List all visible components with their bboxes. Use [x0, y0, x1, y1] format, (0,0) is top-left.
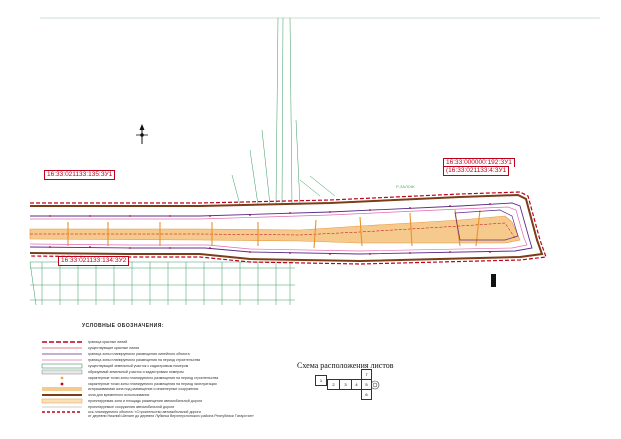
legend-item: зона для временного использования	[88, 393, 150, 397]
legend-title: УСЛОВНЫЕ ОБОЗНАЧЕНИЯ:	[82, 323, 164, 329]
sheet-scheme-title: Схема расположения листов	[297, 361, 394, 370]
legend-item: граница зоны планируемого размещения лин…	[88, 352, 190, 356]
legend-item: проектируемые сооружения автомобильной д…	[88, 405, 175, 409]
road-axis	[30, 222, 516, 239]
sheet-cell-1[interactable]: 1	[315, 375, 327, 386]
parcel-label-right-2: (16:33:021133:4:ЗУ1	[443, 166, 510, 176]
parcel-label-left-top: 16:33:021133:135:ЗУ1	[44, 170, 116, 180]
legend-item: граница красных линий	[88, 340, 128, 344]
north-arrow-icon	[136, 124, 148, 144]
placement-zone-boundary	[29, 202, 533, 255]
legend-item: граница зоны планируемого размещения на …	[88, 358, 201, 362]
legend-swatches	[41, 341, 83, 413]
sheet-cell-7[interactable]: 7	[361, 369, 372, 380]
legend-item: образуемый земельный участок и кадастров…	[88, 370, 184, 374]
legend-item: проектируемая зона и площадь размещения …	[88, 399, 203, 403]
legend-item: существующий земельный участок с кадастр…	[88, 364, 189, 368]
legend-item: испрашиваемая зона под размещение и инже…	[88, 387, 199, 391]
sheet-cell-6[interactable]: 6	[361, 389, 372, 400]
legend-item: от деревни Нижний Шеланг до деревни Лубя…	[88, 414, 254, 418]
area-note: Р-ЗАЛОЖ	[396, 184, 415, 189]
legend-item: характерные точки зоны планируемого разм…	[88, 376, 219, 380]
parcel-label-right-1: 16:33:000000:192:ЗУ1	[443, 158, 515, 167]
road-end-loop	[454, 209, 519, 241]
red-line-boundary-top	[29, 191, 547, 265]
legend-item: ось планируемого объекта: «Строительство…	[88, 410, 201, 414]
end-marker	[491, 274, 496, 287]
construction-zone-boundary	[29, 206, 528, 252]
sheet-scheme-marker	[370, 380, 380, 390]
characteristic-points	[49, 203, 491, 255]
road-outline	[29, 193, 544, 263]
sheet-scheme-marker-inner	[372, 382, 378, 388]
parcel-label-left-bottom: 16:33:021133:134:ЗУ2	[58, 256, 130, 266]
carriageway	[29, 215, 521, 244]
legend-item: характерные точки зоны планируемого разм…	[88, 382, 217, 386]
legend-item: существующие красные линии	[88, 346, 140, 350]
